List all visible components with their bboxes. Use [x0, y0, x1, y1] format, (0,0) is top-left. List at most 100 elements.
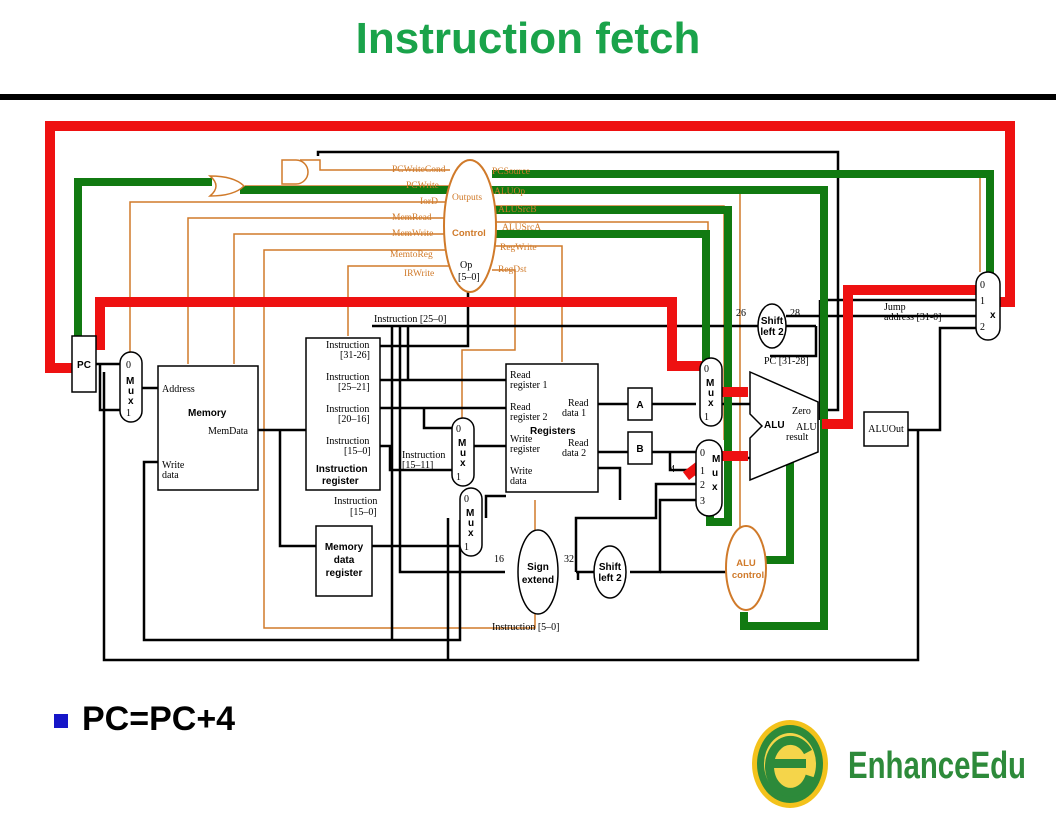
mem-to-reg-mux: 0 M u x 1 [459, 487, 483, 557]
svg-text:MemWrite: MemWrite [392, 229, 433, 239]
svg-text:Read: Read [568, 438, 589, 449]
svg-text:result: result [786, 432, 808, 443]
svg-text:[20–16]: [20–16] [338, 414, 370, 425]
svg-text:ALUOut: ALUOut [868, 424, 904, 435]
svg-text:u: u [712, 468, 718, 479]
svg-text:[15–0]: [15–0] [344, 446, 371, 457]
svg-text:Control: Control [452, 228, 486, 239]
svg-text:1: 1 [456, 472, 461, 483]
svg-text:Sign: Sign [527, 562, 549, 573]
b-register: B [627, 431, 653, 465]
svg-text:IorD: IorD [420, 197, 438, 207]
svg-text:PC: PC [77, 360, 91, 371]
svg-text:4: 4 [670, 464, 675, 475]
svg-text:B: B [636, 444, 643, 455]
svg-text:MemRead: MemRead [392, 213, 432, 223]
svg-text:1: 1 [704, 412, 709, 423]
svg-text:Instruction [25–0]: Instruction [25–0] [374, 314, 447, 325]
datapath-wires [96, 150, 976, 662]
svg-text:Instruction: Instruction [316, 464, 368, 475]
svg-text:Write: Write [162, 460, 185, 471]
svg-text:Outputs: Outputs [452, 193, 482, 203]
svg-text:Instruction [5–0]: Instruction [5–0] [492, 622, 560, 633]
pc-source-mux: 0 1 x 2 [975, 271, 1001, 341]
svg-text:register 1: register 1 [510, 380, 548, 391]
svg-text:RegWrite: RegWrite [500, 243, 537, 253]
svg-text:u: u [460, 448, 466, 459]
instruction-register: Instruction [31-26] Instruction [25–21] … [305, 337, 381, 491]
svg-text:0: 0 [980, 280, 985, 291]
alu: ALU Zero ALU result [749, 370, 819, 482]
svg-text:Read: Read [510, 402, 531, 413]
svg-text:MemData: MemData [208, 426, 249, 437]
svg-text:PCWriteCond: PCWriteCond [392, 165, 446, 175]
bullet-marker [54, 714, 68, 728]
svg-text:data 2: data 2 [562, 448, 586, 459]
logo-text: EnhanceEdu [848, 745, 1026, 787]
memory-data-register: Memory data register [315, 525, 373, 597]
svg-text:28: 28 [790, 308, 800, 319]
jump-shift-left-2: Shift left 2 [757, 303, 787, 349]
svg-text:IRWrite: IRWrite [404, 269, 434, 279]
svg-text:A: A [636, 400, 643, 411]
svg-text:M: M [466, 508, 474, 519]
slide-title: Instruction fetch [355, 14, 701, 63]
svg-text:Op: Op [460, 260, 472, 271]
svg-text:u: u [708, 388, 714, 399]
svg-text:0: 0 [464, 494, 469, 505]
alu-src-b-mux: 0 M 1 u 2 x 3 [695, 439, 723, 517]
svg-text:Registers: Registers [530, 426, 576, 437]
svg-text:Memory: Memory [325, 542, 364, 553]
svg-text:x: x [712, 482, 718, 493]
svg-text:Instruction: Instruction [326, 436, 369, 447]
logo-emblem-icon [752, 720, 828, 808]
svg-text:[25–21]: [25–21] [338, 382, 370, 393]
control-unit: Outputs Control Op [5–0] [443, 159, 497, 293]
svg-text:x: x [708, 398, 714, 409]
svg-text:address [31-0]: address [31-0] [884, 312, 941, 323]
svg-text:[15–0]: [15–0] [350, 507, 377, 518]
svg-text:PCSource: PCSource [492, 167, 530, 177]
a-register: A [627, 387, 653, 421]
alu-src-a-mux: 0 M u x 1 [699, 357, 723, 427]
svg-text:Instruction: Instruction [334, 496, 377, 507]
svg-text:ALUOp: ALUOp [494, 187, 525, 197]
svg-text:u: u [468, 518, 474, 529]
svg-text:0: 0 [126, 360, 131, 371]
svg-text:data: data [334, 555, 355, 566]
register-file: Read register 1 Read register 2 Register… [505, 363, 599, 493]
svg-text:M: M [126, 376, 134, 387]
title-divider [0, 94, 1056, 100]
control-signal-labels: PCWriteCond PCWrite IorD MemRead MemWrit… [390, 165, 541, 279]
svg-text:ALU: ALU [764, 420, 785, 431]
enhanceedu-logo: EnhanceEdu [752, 720, 1026, 808]
svg-text:Address: Address [162, 384, 195, 395]
svg-text:16: 16 [494, 554, 504, 565]
address-mux: 0 M u x 1 [119, 351, 143, 423]
svg-text:[15–11]: [15–11] [402, 460, 433, 471]
svg-text:3: 3 [700, 496, 705, 507]
svg-text:ALUSrcA: ALUSrcA [502, 223, 541, 233]
svg-text:ALU: ALU [796, 422, 817, 433]
branch-shift-left-2: Shift left 2 [593, 545, 627, 599]
svg-text:Instruction: Instruction [326, 404, 369, 415]
svg-text:PCWrite: PCWrite [406, 181, 439, 191]
svg-text:x: x [460, 458, 466, 469]
svg-text:26: 26 [736, 308, 746, 319]
pc-register: PC [71, 335, 97, 393]
svg-text:x: x [468, 528, 474, 539]
svg-text:left 2: left 2 [598, 573, 622, 584]
svg-text:Shift: Shift [599, 562, 622, 573]
svg-text:register: register [326, 568, 363, 579]
svg-text:control: control [732, 570, 764, 581]
svg-text:Instruction: Instruction [326, 372, 369, 383]
svg-text:data: data [510, 476, 527, 487]
memory-unit: Address Memory MemData Write data [157, 365, 259, 491]
datapath-diagram: PC 0 M u x 1 Address Memory MemData Writ… [45, 121, 1015, 662]
sign-extend-unit: Sign extend [517, 529, 559, 615]
svg-text:Memory: Memory [188, 408, 227, 419]
svg-text:u: u [128, 386, 134, 397]
svg-text:left 2: left 2 [760, 327, 784, 338]
svg-text:Instruction: Instruction [402, 450, 445, 461]
svg-text:1: 1 [464, 542, 469, 553]
